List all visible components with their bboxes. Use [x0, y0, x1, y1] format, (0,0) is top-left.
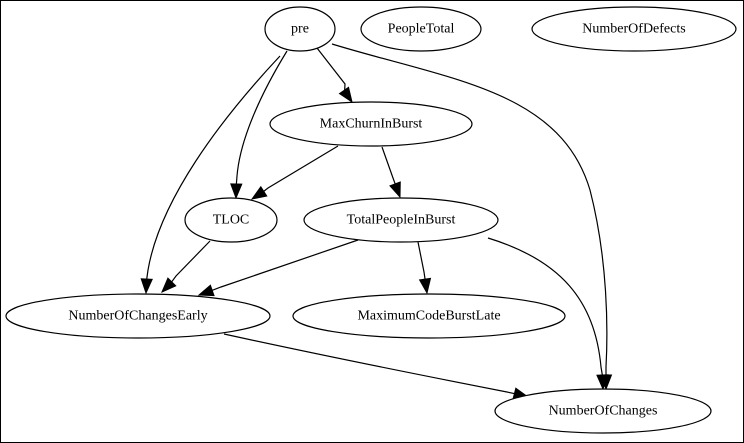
node-label: NumberOfChanges	[549, 404, 658, 419]
edge-TotalPeopleInBurst-to-NumberOfChangesEarly	[197, 239, 359, 297]
node-TotalPeopleInBurst: TotalPeopleInBurst	[303, 197, 499, 243]
node-label: pre	[291, 22, 309, 37]
arrowhead	[250, 185, 268, 200]
edge-line	[146, 55, 281, 281]
edge-line	[331, 43, 608, 376]
arrowhead	[418, 277, 432, 295]
arrowhead	[389, 181, 401, 199]
edge-TLOC-to-NumberOfChangesEarly	[161, 240, 211, 293]
edge-line	[316, 47, 346, 92]
node-pre: pre	[264, 6, 336, 52]
node-NumberOfChanges: NumberOfChanges	[494, 388, 712, 434]
node-label: TotalPeopleInBurst	[347, 213, 456, 228]
edge-line	[262, 145, 339, 193]
node-label: NumberOfChangesEarly	[68, 309, 207, 324]
edge-line	[223, 333, 516, 395]
edge-pre-to-MaxChurnInBurst	[316, 47, 353, 104]
edge-line	[487, 237, 604, 377]
node-ellipse	[292, 293, 566, 339]
node-ellipse	[264, 6, 336, 52]
node-label: PeopleTotal	[388, 22, 455, 37]
arrowhead	[338, 86, 353, 104]
node-ellipse	[360, 6, 482, 52]
arrowhead	[161, 277, 177, 293]
node-MaxChurnInBurst: MaxChurnInBurst	[269, 101, 473, 147]
nodes-layer: pre PeopleTotal NumberOfDefectsMaxChurnInB…	[5, 6, 737, 434]
node-NumberOfChangesEarly: NumberOfChangesEarly	[5, 293, 271, 339]
edge-pre-to-NumberOfChangesEarly	[140, 55, 281, 295]
edge-line	[211, 239, 359, 292]
node-label: MaxChurnInBurst	[320, 117, 423, 132]
node-TLOC: TLOC	[184, 197, 278, 243]
edge-line	[417, 241, 426, 281]
edge-pre-to-TLOC	[230, 50, 288, 200]
edge-NumberOfChangesEarly-to-NumberOfChanges	[223, 333, 530, 400]
node-ellipse	[531, 6, 737, 52]
node-label: MaximumCodeBurstLate	[357, 309, 500, 324]
arrowhead	[197, 284, 215, 297]
node-ellipse	[494, 388, 712, 434]
node-label: TLOC	[213, 213, 250, 228]
edge-line	[235, 50, 288, 186]
node-ellipse	[184, 197, 278, 243]
edges-layer	[140, 43, 613, 400]
edge-TotalPeopleInBurst-to-MaximumCodeBurstLate	[417, 241, 432, 295]
edge-line	[381, 146, 397, 186]
node-ellipse	[303, 197, 499, 243]
arrowhead	[230, 183, 243, 200]
edge-MaxChurnInBurst-to-TLOC	[250, 145, 339, 200]
node-MaximumCodeBurstLate: MaximumCodeBurstLate	[292, 293, 566, 339]
edge-TotalPeopleInBurst-to-NumberOfChanges	[487, 237, 609, 391]
node-NumberOfDefects: NumberOfDefects	[531, 6, 737, 52]
node-ellipse	[269, 101, 473, 147]
node-ellipse	[5, 293, 271, 339]
node-PeopleTotal: PeopleTotal	[360, 6, 482, 52]
arrowhead	[140, 278, 153, 295]
edge-line	[170, 240, 211, 284]
node-label: NumberOfDefects	[582, 22, 685, 37]
edge-MaxChurnInBurst-to-TotalPeopleInBurst	[381, 146, 401, 199]
arrowhead	[596, 374, 609, 391]
